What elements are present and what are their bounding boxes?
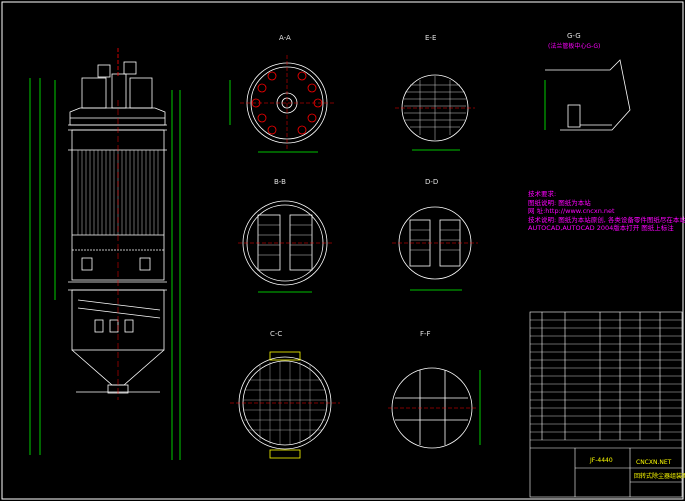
view-g-g [544, 59, 631, 131]
view-f-f [388, 367, 481, 449]
view-c-c [230, 351, 340, 459]
parts-list-table [529, 311, 683, 498]
view-c-c-label: C-C [270, 330, 282, 338]
drawing-number: JF-4440 [589, 457, 613, 464]
view-e-e-top-label: E-E [425, 34, 436, 42]
view-g-g-subtitle: (法兰管板中心G-G) [548, 42, 600, 50]
technical-notes: 技术要求: 图纸说明: 图纸为本站 网 址:http://www.cncxn.n… [528, 190, 685, 233]
view-a-a [229, 55, 334, 153]
notes-line-1: 图纸说明: 图纸为本站 [528, 198, 591, 207]
notes-title: 技术要求: [528, 190, 557, 198]
view-a-a-label: A-A [279, 34, 291, 42]
company-name: CNCXN.NET [636, 459, 672, 466]
notes-line-3: 技术说明: 图纸为本站原创, 各类设备零件图纸尽在本站,专业制作图纸 [528, 215, 685, 224]
view-f-f-label: F-F [420, 330, 431, 338]
view-d-d-label: D-D [425, 178, 438, 186]
notes-line-4: AUTOCAD,AUTOCAD 2004版本打开 图纸上标注 [528, 224, 674, 232]
notes-line-2: 网 址:http://www.cncxn.net [528, 207, 615, 215]
view-b-b-label: B-B [274, 178, 286, 186]
main-vessel-elevation [29, 48, 181, 460]
view-b-b [238, 200, 332, 293]
view-d-d [392, 206, 478, 291]
view-g-g-label: G-G [567, 32, 581, 40]
view-e-e-top [395, 74, 475, 151]
drawing-subtitle: 回转式除尘器组装图 [634, 472, 685, 480]
